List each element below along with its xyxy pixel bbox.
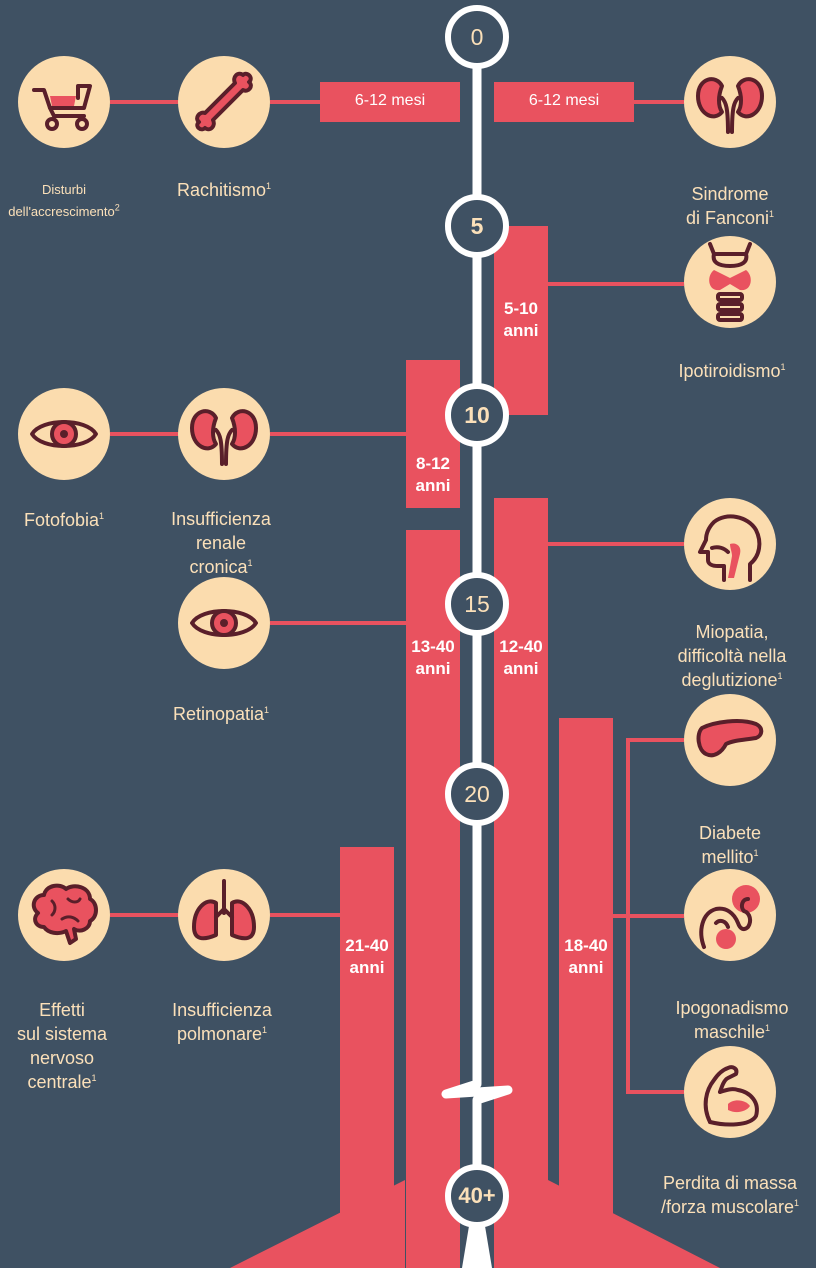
node-hypogonadism	[684, 869, 776, 961]
age-marker-20: 20	[445, 762, 509, 826]
stroller-icon	[32, 84, 92, 131]
label-fanconi: Sindrome di Fanconi1	[685, 184, 775, 228]
label-growth: Disturbi dell'accrescimento2	[8, 182, 120, 219]
node-pulmonary	[178, 869, 270, 961]
range-bar-18-40: 18-40 anni	[559, 718, 613, 1268]
kidneys-icon	[696, 77, 764, 134]
range-bar-5-10: 5-10 anni	[494, 226, 548, 415]
range-bar-13-40: 13-40 anni	[406, 530, 460, 1268]
label-diabetes: Diabete mellito1	[698, 823, 762, 867]
eye-icon	[30, 420, 98, 448]
brain-icon	[31, 883, 98, 945]
age-marker-10: 10	[445, 383, 509, 447]
label-pulmonary: Insufficienza polmonare1	[172, 1000, 272, 1044]
node-fanconi	[684, 56, 776, 148]
range-label-13-40: 13-40 anni	[411, 637, 455, 678]
node-muscle	[684, 1046, 776, 1138]
eye-icon	[190, 609, 258, 637]
node-myopathy	[684, 498, 776, 590]
label-renal: Insufficienza renale cronica1	[171, 509, 271, 577]
kidneys-icon	[190, 409, 258, 466]
node-cns	[18, 869, 110, 961]
label-photophobia: Fotofobia1	[23, 510, 105, 530]
node-renal	[178, 388, 270, 480]
thyroid-icon	[708, 242, 752, 322]
connector-line	[110, 432, 180, 436]
range-bar-21-40: 21-40 anni	[340, 847, 394, 1268]
node-retinopathy	[178, 577, 270, 669]
connector-line	[110, 913, 180, 917]
label-myopathy: Miopatia, difficoltà nella deglutizione1	[677, 622, 787, 690]
age-marker-15: 15	[445, 572, 509, 636]
range-bar-6-12-left: 6-12 mesi	[320, 82, 460, 122]
range-label-18-40: 18-40 anni	[564, 936, 608, 977]
label-hypogonadism: Ipogonadismo maschile1	[675, 998, 789, 1042]
label-retinopathy: Retinopatia1	[172, 704, 270, 724]
node-rickets	[178, 56, 270, 148]
bracket-line	[626, 1090, 684, 1094]
bone-icon	[195, 71, 253, 132]
lungs-icon	[192, 879, 256, 941]
range-label-8-12: 8-12 anni	[415, 454, 451, 495]
age-marker-5: 5	[445, 194, 509, 258]
connector-line	[110, 100, 180, 104]
range-label-12-40: 12-40 anni	[499, 637, 543, 678]
connector-line	[270, 621, 406, 625]
range-label-21-40: 21-40 anni	[345, 936, 389, 977]
age-marker-0: 0	[445, 5, 509, 69]
male-reproductive-icon	[699, 885, 760, 949]
node-photophobia	[18, 388, 110, 480]
label-hypothyroid: Ipotiroidismo1	[678, 361, 786, 381]
connector-line	[270, 913, 340, 917]
range-bar-12-40: 12-40 anni	[494, 498, 548, 1268]
bracket-line	[613, 914, 684, 918]
connector-line	[270, 100, 320, 104]
connector-line	[548, 542, 684, 546]
bracket-line	[626, 738, 684, 742]
connector-line	[270, 432, 406, 436]
label-cns: Effetti sul sistema nervoso centrale1	[16, 1000, 108, 1092]
label-rickets: Rachitismo1	[176, 180, 272, 200]
range-label-5-10: 5-10 anni	[503, 299, 539, 340]
range-bar-6-12-right: 6-12 mesi	[494, 82, 634, 122]
node-growth	[18, 56, 110, 148]
node-hypothyroid	[684, 236, 776, 328]
head-throat-icon	[698, 514, 762, 582]
age-marker-40plus: 40+	[445, 1164, 509, 1228]
pancreas-icon	[696, 719, 764, 758]
node-diabetes	[684, 694, 776, 786]
muscle-arm-icon	[703, 1065, 759, 1127]
label-muscle: Perdita di massa /forza muscolare1	[660, 1173, 800, 1217]
connector-line	[548, 282, 684, 286]
connector-line	[634, 100, 684, 104]
